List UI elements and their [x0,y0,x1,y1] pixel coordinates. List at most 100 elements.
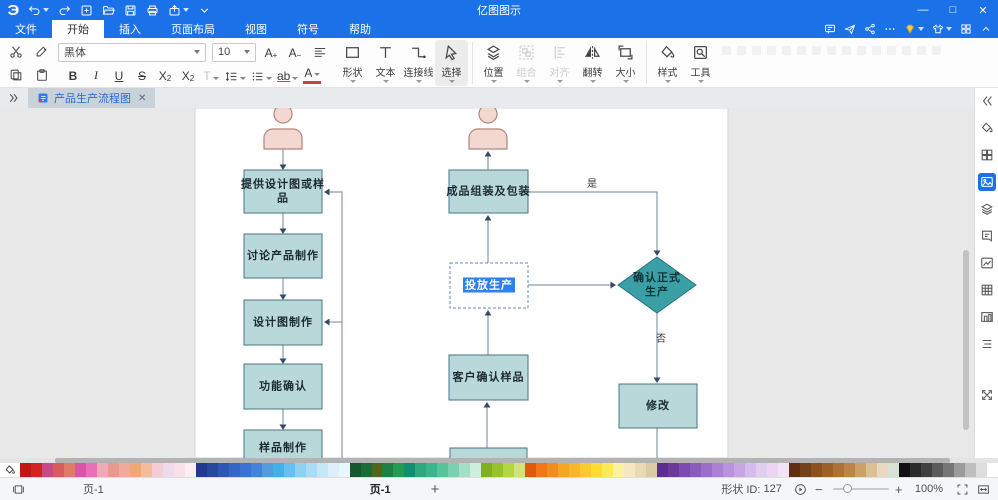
color-swatch[interactable] [404,463,416,477]
color-swatch[interactable] [821,463,833,477]
color-swatch[interactable] [799,463,811,477]
font-size-select[interactable]: 10 [212,42,256,62]
line-spacing-icon[interactable] [225,65,246,85]
color-swatch[interactable] [206,463,218,477]
color-swatch[interactable] [646,463,658,477]
color-swatch[interactable] [525,463,537,477]
ribbon-button-style[interactable]: 样式 [651,40,684,86]
color-swatch[interactable] [679,463,691,477]
color-swatch[interactable] [503,463,515,477]
color-swatch[interactable] [909,463,921,477]
fill-style-icon[interactable] [978,119,996,137]
presentation-play-icon[interactable] [794,483,807,496]
decrease-font-button[interactable]: A− [288,46,302,60]
color-swatch[interactable] [316,463,328,477]
color-swatch[interactable] [613,463,625,477]
color-swatch[interactable] [777,463,789,477]
tab-scroll-chevrons-icon[interactable] [0,88,28,108]
color-swatch[interactable] [558,463,570,477]
maximize-button[interactable]: □ [949,4,957,16]
send-icon[interactable] [844,23,856,35]
menu-tab-帮助[interactable]: 帮助 [349,24,371,36]
color-swatch[interactable] [843,463,855,477]
color-swatch[interactable] [657,463,669,477]
color-swatch[interactable] [118,463,130,477]
increase-font-button[interactable]: A+ [264,46,278,60]
color-swatch[interactable] [283,463,295,477]
format-t-button[interactable]: T [202,65,220,85]
color-swatch[interactable] [865,463,877,477]
collapse-panel-icon[interactable] [978,92,996,110]
fullscreen-icon[interactable] [956,483,969,496]
format-i-button[interactable]: I [94,68,98,82]
ribbon-button-size[interactable]: 大小 [609,40,642,86]
color-swatch[interactable] [30,463,42,477]
menu-tab-符号[interactable]: 符号 [297,24,319,36]
color-swatch[interactable] [876,463,888,477]
color-swatch[interactable] [20,463,31,477]
color-swatch[interactable] [854,463,866,477]
color-swatch[interactable] [766,463,778,477]
ribbon-button-text[interactable]: 文本 [369,40,402,86]
menu-tab-开始[interactable]: 开始 [52,20,104,38]
paste-icon[interactable] [32,65,52,85]
color-swatch[interactable] [437,463,449,477]
color-swatch[interactable] [360,463,372,477]
theme-shirt-icon[interactable] [932,23,952,35]
format-ab-button[interactable]: ab [277,65,299,85]
color-swatch[interactable] [964,463,976,477]
toolbar-options-icon[interactable] [198,4,211,17]
menu-tab-视图[interactable]: 视图 [245,24,267,36]
color-swatch[interactable] [536,463,548,477]
color-swatch[interactable] [591,463,603,477]
open-folder-icon[interactable] [102,4,115,17]
format-s-button[interactable]: S [137,69,146,83]
feedback-icon[interactable] [824,23,836,35]
color-swatch[interactable] [217,463,229,477]
zoom-level-value[interactable]: 100% [914,483,943,495]
apps-grid-icon[interactable] [960,23,972,35]
color-swatch[interactable] [635,463,647,477]
color-swatch[interactable] [195,463,207,477]
color-swatch[interactable] [272,463,284,477]
drawing-canvas[interactable]: 是否提供设计图或样品讨论产品制作设计图制作功能确认样品制作成品组装及包装投放生产… [0,108,974,458]
flow-node-n4[interactable] [243,363,323,410]
color-swatch[interactable] [250,463,262,477]
ribbon-button-select[interactable]: 选择 [435,40,468,86]
font-family-select[interactable]: 黑体 [58,42,206,62]
flow-node-n10[interactable] [617,256,697,314]
zoom-in-button[interactable]: + [894,481,903,497]
notes-icon[interactable] [978,227,996,245]
color-swatch[interactable] [459,463,471,477]
color-swatch[interactable] [755,463,767,477]
ribbon-button-flip[interactable]: 翻转 [576,40,609,86]
color-swatch[interactable] [690,463,702,477]
chart-icon[interactable] [978,254,996,272]
new-file-icon[interactable] [80,4,93,17]
menu-tab-页面布局[interactable]: 页面布局 [171,24,215,36]
color-swatch[interactable] [228,463,240,477]
close-button[interactable]: ✕ [978,4,988,17]
save-icon[interactable] [124,4,137,17]
color-swatch[interactable] [349,463,361,477]
clipart-icon[interactable] [978,308,996,326]
redo-icon[interactable] [58,4,71,17]
flow-node-n3[interactable] [243,299,323,346]
color-swatch[interactable] [173,463,185,477]
vip-diamond-icon[interactable] [904,23,924,35]
color-swatch[interactable] [986,463,998,477]
color-swatch[interactable] [162,463,174,477]
outline-icon[interactable] [978,335,996,353]
color-swatch[interactable] [415,463,427,477]
zoom-slider-knob[interactable] [842,484,852,493]
zoom-out-button[interactable]: − [814,481,823,497]
menu-tab-插入[interactable]: 插入 [119,24,141,36]
horizontal-scrollbar-track[interactable] [0,458,998,463]
horizontal-scrollbar-thumb[interactable] [55,458,950,463]
color-swatch[interactable] [492,463,504,477]
vertical-scrollbar[interactable] [963,250,969,430]
flow-connector[interactable] [528,191,658,251]
export-icon[interactable] [168,4,189,17]
color-swatch[interactable] [942,463,954,477]
color-swatch[interactable] [744,463,756,477]
